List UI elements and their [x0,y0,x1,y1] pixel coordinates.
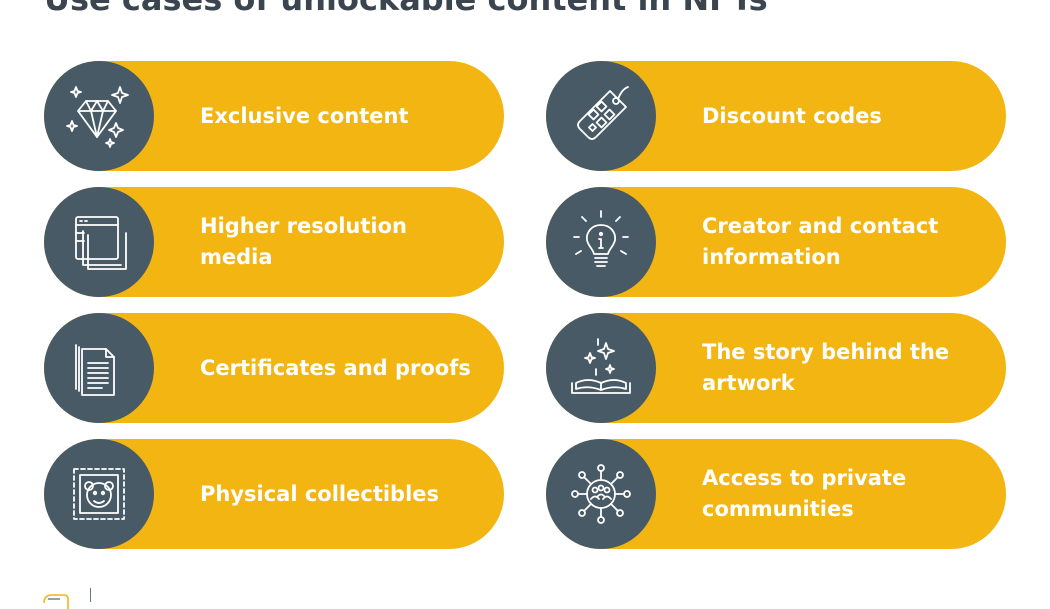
diamond-icon [44,61,154,171]
use-case-discount-codes: Discount codes [546,61,1006,171]
use-case-creator-contact-info: Creator and contact information [546,187,1006,297]
page-title: Use cases of unlockable content in NFTs [44,0,768,18]
use-case-story-behind-artwork: The story behind the artwork [546,313,1006,423]
use-case-label: Certificates and proofs [200,355,471,380]
use-case-label: Discount codes [702,103,882,128]
use-case-label: The story behind the artwork [702,340,950,395]
use-case-label: Exclusive content [200,103,409,128]
info-lightbulb-icon [546,187,656,297]
use-case-certificates-proofs: Certificates and proofs [44,313,504,423]
logo-icon [43,594,69,609]
community-network-icon [546,439,656,549]
use-case-label: Physical collectibles [200,481,440,506]
use-case-private-communities: Access to private communities [546,439,1006,549]
use-case-physical-collectibles: Physical collectibles [44,439,504,549]
open-book-icon [546,313,656,423]
use-case-label: Access to private communities [702,466,907,521]
footer-divider [90,588,91,602]
use-case-label: Creator and contact information [702,214,939,269]
documents-icon [44,313,154,423]
stamp-icon [44,439,154,549]
use-case-higher-resolution-media: Higher resolution media [44,187,504,297]
use-case-label: Higher resolution media [200,214,407,269]
layered-windows-icon [44,187,154,297]
price-tag-icon [546,61,656,171]
use-case-exclusive-content: Exclusive content [44,61,504,171]
